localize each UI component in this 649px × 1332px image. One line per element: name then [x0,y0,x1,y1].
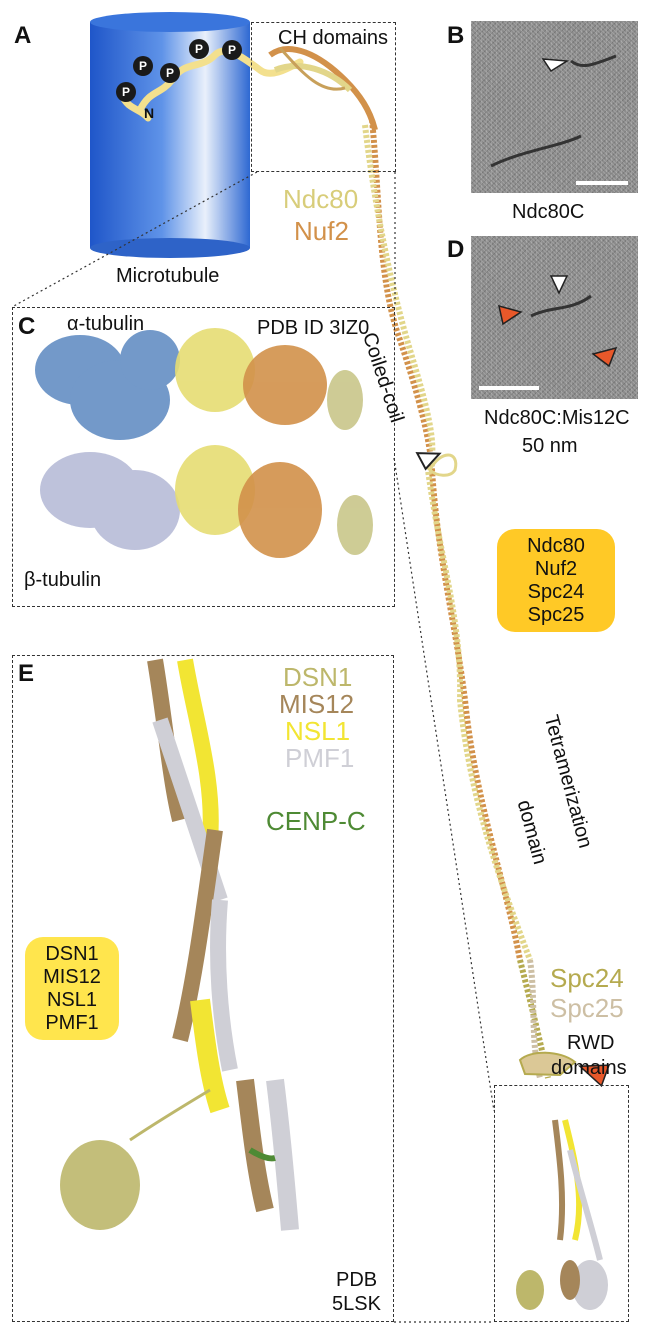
ch-domains-label: CH domains [278,27,389,49]
pdb-3iz0-label: PDB ID 3IZ0 [257,317,370,339]
coiled-coil-structure [362,119,577,1079]
zoom-lines [11,171,495,1323]
panel-label-e: E [18,660,35,687]
nsl1-label: NSL1 [285,716,351,746]
panel-e-box [12,655,394,1322]
spc24-label: Spc24 [550,963,624,993]
pdb-5lsk-label: PDB [336,1269,378,1291]
thumbnail-structure [516,1119,608,1310]
ndc80-box-line: Ndc80 [527,534,585,557]
open-arrowhead [415,452,442,471]
panel-b-caption: Ndc80C [512,201,585,223]
microtubule-cylinder [90,12,250,258]
panel-c-box [12,307,395,607]
rwd-arrowhead [577,1064,611,1088]
panel-label-a: A [14,22,32,49]
rwd-domains-label: domains [551,1057,627,1079]
pmf1-label: PMF1 [285,743,355,773]
phospho-circle: P [222,40,242,60]
n-terminus-label: N [144,105,155,121]
mis12-box-line: MIS12 [43,965,101,988]
thumbnail-box [494,1085,629,1322]
cenp-c-label: CENP-C [266,806,366,836]
phospho-circle: P [189,39,209,59]
nsl1-box-line: NSL1 [46,988,98,1011]
ndc80-complex-box: Ndc80 Nuf2 Spc24 Spc25 [497,529,615,632]
pdb-5lsk-id: 5LSK [332,1293,381,1315]
ndc80-tail [136,47,304,114]
panel-d-micrograph [471,236,638,399]
nuf2-label: Nuf2 [294,216,349,246]
spc25-box-line: Spc25 [527,603,585,626]
panel-e-structures [60,658,299,1231]
panel-d-caption: Ndc80C:Mis12C [484,407,630,429]
beta-tubulin-label: β-tubulin [24,569,102,591]
dsn1-box-line: DSN1 [45,942,99,965]
mis12-complex-box: DSN1 MIS12 NSL1 PMF1 [25,937,119,1040]
panel-label-d: D [447,236,465,263]
pmf1-box-line: PMF1 [45,1011,99,1034]
microtubule-label: Microtubule [116,265,220,287]
dsn1-label: DSN1 [283,662,353,692]
spc25-label: Spc25 [550,993,624,1023]
phospho-circle: P [160,63,180,83]
mis12-label: MIS12 [279,689,355,719]
panel-label-c: C [18,313,36,340]
rwd-label: RWD [567,1032,615,1054]
panel-c-structures [35,328,373,558]
panel-label-b: B [447,22,465,49]
ch-domains-structure [268,46,378,131]
ndc80-label: Ndc80 [283,184,359,214]
spc24-box-line: Spc24 [527,580,585,603]
alpha-tubulin-label: α-tubulin [67,313,145,335]
phospho-circle: P [116,82,136,102]
ch-domains-box [251,22,396,172]
panel-b-micrograph [471,21,638,193]
phospho-circle: P [133,56,153,76]
nuf2-box-line: Nuf2 [534,557,578,580]
scale-bar-label: 50 nm [522,435,578,457]
